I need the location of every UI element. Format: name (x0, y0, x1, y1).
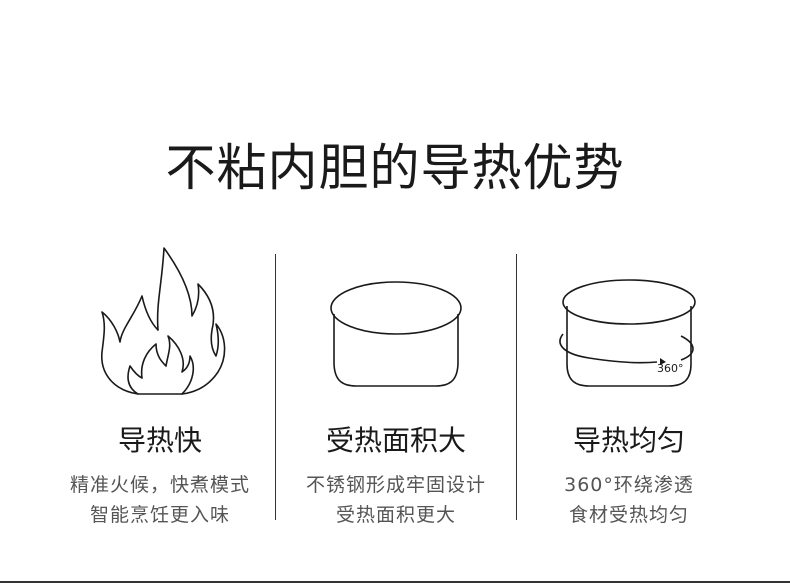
inner-pot-icon (330, 281, 462, 387)
feature-line-2: 智能烹饪更入味 (89, 504, 230, 526)
badge-360: 360° (657, 362, 684, 375)
divider-right (516, 254, 517, 520)
feature-description: 不锈钢形成牢固设计 受热面积更大 (278, 470, 514, 530)
bottom-divider (0, 581, 790, 583)
feature-heading: 导热快 (117, 424, 202, 457)
feature-heading: 导热均匀 (572, 424, 685, 457)
pot-360-icon: 360° (559, 279, 696, 387)
feature-heading: 受热面积大 (325, 424, 466, 457)
feature-line-1: 精准火候，快煮模式 (69, 474, 250, 496)
feature-line-1: 360°环绕渗透 (564, 474, 694, 496)
feature-description: 360°环绕渗透 食材受热均匀 (511, 470, 747, 530)
feature-description: 精准火候，快煮模式 智能烹饪更入味 (42, 470, 278, 530)
divider-left (275, 254, 276, 520)
flame-icon (101, 247, 226, 395)
feature-line-2: 食材受热均匀 (568, 504, 689, 526)
feature-line-2: 受热面积更大 (335, 504, 456, 526)
feature-line-1: 不锈钢形成牢固设计 (305, 474, 486, 496)
page-title: 不粘内胆的导热优势 (165, 139, 625, 197)
